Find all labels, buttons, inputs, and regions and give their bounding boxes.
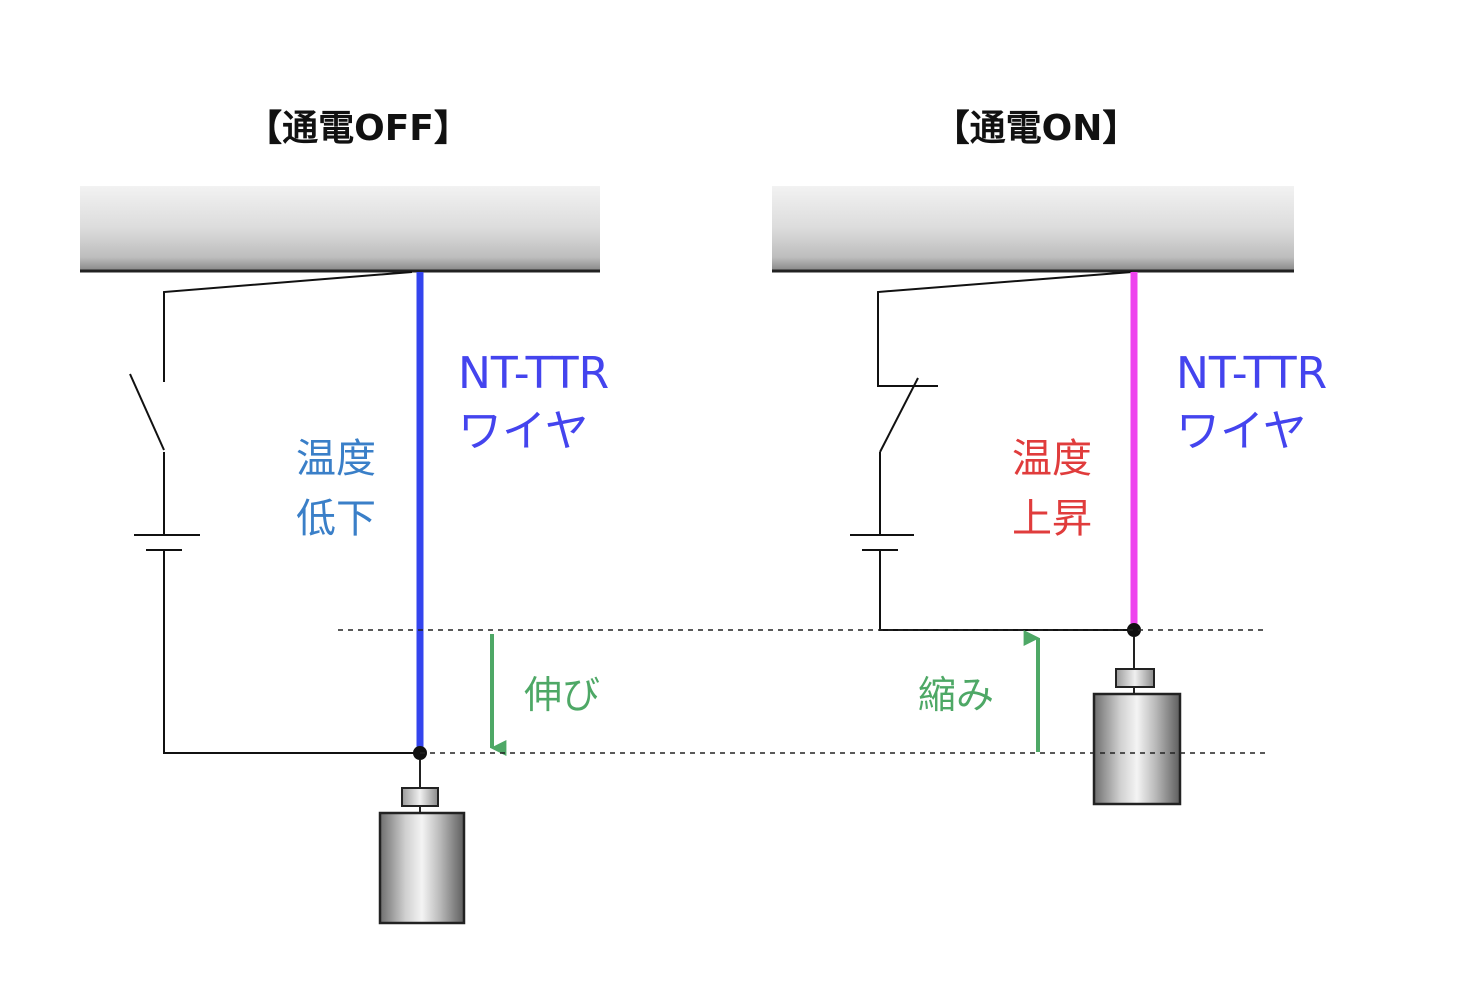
wire-label-on-line1: NT-TTR: [1176, 348, 1327, 399]
title-power-on: 【通電ON】: [934, 108, 1139, 149]
temp-label-off-line1: 温度: [296, 436, 376, 482]
wire-label-off-line1: NT-TTR: [458, 348, 609, 399]
movement-label-contract: 縮み: [918, 673, 994, 717]
title-power-off: 【通電OFF】: [246, 108, 470, 149]
temp-label-on-line1: 温度: [1012, 436, 1092, 482]
wire-end-node-on: [1127, 623, 1141, 637]
switch-open-left: [129, 373, 165, 451]
switch-closed-right: [879, 377, 919, 453]
ceiling-left: [80, 186, 600, 273]
wire-label-on-line2: ワイヤ: [1176, 406, 1307, 457]
battery-left: [134, 534, 200, 551]
wire-label-off-line2: ワイヤ: [458, 406, 589, 457]
temp-label-off-line2: 低下: [296, 496, 376, 542]
temp-label-on-line2: 上昇: [1012, 496, 1092, 542]
weight-right: [1092, 637, 1182, 806]
ceiling-right: [772, 186, 1294, 273]
circuit-left: [129, 271, 420, 754]
movement-label-extend: 伸び: [524, 673, 600, 717]
reference-lines: [338, 629, 1268, 754]
weight-left: [378, 760, 466, 925]
battery-right: [850, 534, 914, 551]
